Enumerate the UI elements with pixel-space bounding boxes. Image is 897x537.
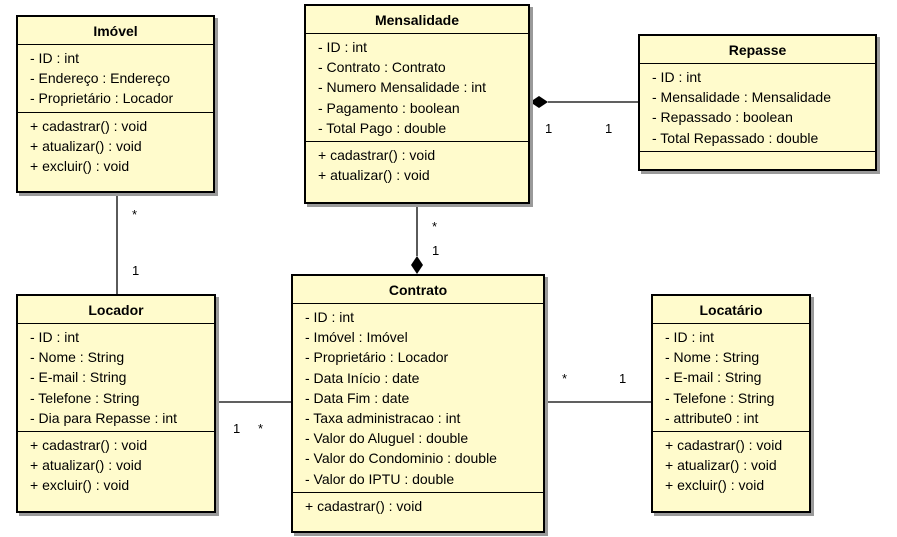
multiplicity-locador-end: 1 — [132, 263, 140, 278]
composition-diamond-mensalidade — [530, 96, 548, 108]
attribute: - Data Início : date — [305, 369, 420, 386]
multiplicity-contrato-locatario-contrato-end: * — [562, 371, 568, 386]
operation: + atualizar() : void — [30, 137, 142, 154]
operation: + atualizar() : void — [30, 457, 142, 474]
class-imovel: Imóvel - ID : int - Endereço : Endereço … — [16, 15, 215, 193]
class-repasse-name: Repasse — [640, 36, 875, 64]
multiplicity-mensalidade-contrato-contrato-end: 1 — [432, 243, 440, 258]
operation: + excluir() : void — [30, 477, 130, 494]
class-locador-attributes: - ID : int - Nome : String - E-mail : St… — [18, 324, 214, 431]
class-imovel-operations: + cadastrar() : void + atualizar() : voi… — [18, 111, 213, 180]
attribute: - Proprietário : Locador — [30, 90, 174, 107]
multiplicity-locador-contrato-contrato-end: * — [258, 421, 264, 436]
multiplicity-mensalidade-repasse-repasse-end: 1 — [605, 121, 613, 136]
attribute: - ID : int — [305, 309, 355, 325]
operation: + atualizar() : void — [665, 457, 777, 474]
attribute: - Taxa administracao : int — [305, 410, 461, 427]
attribute: - Nome : String — [30, 349, 125, 366]
attribute: - E-mail : String — [30, 369, 127, 386]
operation: + cadastrar() : void — [30, 437, 148, 454]
attribute: - Nome : String — [665, 349, 760, 366]
operation: + cadastrar() : void — [318, 147, 436, 164]
operation: + cadastrar() : void — [665, 437, 783, 454]
multiplicity-mensalidade-contrato-mensalidade-end: * — [432, 219, 438, 234]
attribute: - ID : int — [652, 69, 702, 85]
attribute: - Total Pago : double — [318, 119, 447, 136]
class-imovel-name: Imóvel — [18, 17, 213, 45]
class-locador-name: Locador — [18, 296, 214, 324]
attribute: - Valor do IPTU : double — [305, 470, 455, 487]
attribute: - Telefone : String — [30, 389, 140, 406]
attribute: - Endereço : Endereço — [30, 70, 171, 87]
attribute: - ID : int — [30, 50, 80, 66]
class-mensalidade-operations: + cadastrar() : void + atualizar() : voi… — [306, 141, 528, 188]
attribute: - attribute0 : int — [665, 409, 759, 426]
attribute: - Mensalidade : Mensalidade — [652, 89, 831, 106]
attribute: - ID : int — [30, 329, 80, 345]
attribute: - Imóvel : Imóvel — [305, 329, 408, 346]
operation: + excluir() : void — [665, 477, 765, 494]
class-locador-operations: + cadastrar() : void + atualizar() : voi… — [18, 431, 214, 499]
attribute: - Numero Mensalidade : int — [318, 79, 487, 96]
multiplicity-contrato-locatario-locatario-end: 1 — [619, 371, 627, 386]
operation: + atualizar() : void — [318, 167, 430, 184]
composition-diamond-contrato — [411, 256, 423, 274]
attribute: - Pagamento : boolean — [318, 99, 460, 116]
class-imovel-attributes: - ID : int - Endereço : Endereço - Propr… — [18, 45, 213, 112]
class-contrato-name: Contrato — [293, 276, 543, 304]
class-locatario-operations: + cadastrar() : void + atualizar() : voi… — [653, 431, 809, 499]
attribute: - Repassado : boolean — [652, 109, 793, 126]
attribute: - Dia para Repasse : int — [30, 409, 178, 426]
attribute: - E-mail : String — [665, 369, 762, 386]
class-locatario-attributes: - ID : int - Nome : String - E-mail : St… — [653, 324, 809, 431]
operation: + cadastrar() : void — [30, 117, 148, 134]
class-repasse-operations — [640, 150, 875, 158]
attribute: - ID : int — [318, 39, 368, 55]
attribute: - Proprietário : Locador — [305, 349, 449, 366]
attribute: - Valor do Aluguel : double — [305, 430, 469, 447]
multiplicity-mensalidade-repasse-mensalidade-end: 1 — [545, 121, 553, 136]
class-repasse-attributes: - ID : int - Mensalidade : Mensalidade -… — [640, 64, 875, 151]
class-mensalidade-attributes: - ID : int - Contrato : Contrato - Numer… — [306, 34, 528, 141]
attribute: - ID : int — [665, 329, 715, 345]
attribute: - Contrato : Contrato — [318, 59, 446, 76]
attribute: - Total Repassado : double — [652, 129, 819, 146]
class-contrato-operations: + cadastrar() : void — [293, 491, 543, 519]
class-locador: Locador - ID : int - Nome : String - E-m… — [16, 294, 216, 513]
class-repasse: Repasse - ID : int - Mensalidade : Mensa… — [638, 34, 877, 171]
operation: + cadastrar() : void — [305, 497, 423, 514]
attribute: - Data Fim : date — [305, 389, 410, 406]
class-mensalidade-name: Mensalidade — [306, 6, 528, 34]
class-locatario: Locatário - ID : int - Nome : String - E… — [651, 294, 811, 513]
class-locatario-name: Locatário — [653, 296, 809, 324]
attribute: - Telefone : String — [665, 389, 775, 406]
class-contrato: Contrato - ID : int - Imóvel : Imóvel - … — [291, 274, 545, 533]
class-mensalidade: Mensalidade - ID : int - Contrato : Cont… — [304, 4, 530, 204]
class-contrato-attributes: - ID : int - Imóvel : Imóvel - Proprietá… — [293, 304, 543, 492]
attribute: - Valor do Condominio : double — [305, 450, 497, 467]
multiplicity-locador-contrato-locador-end: 1 — [233, 421, 241, 436]
multiplicity-imovel-end: * — [132, 207, 138, 222]
operation: + excluir() : void — [30, 158, 130, 175]
